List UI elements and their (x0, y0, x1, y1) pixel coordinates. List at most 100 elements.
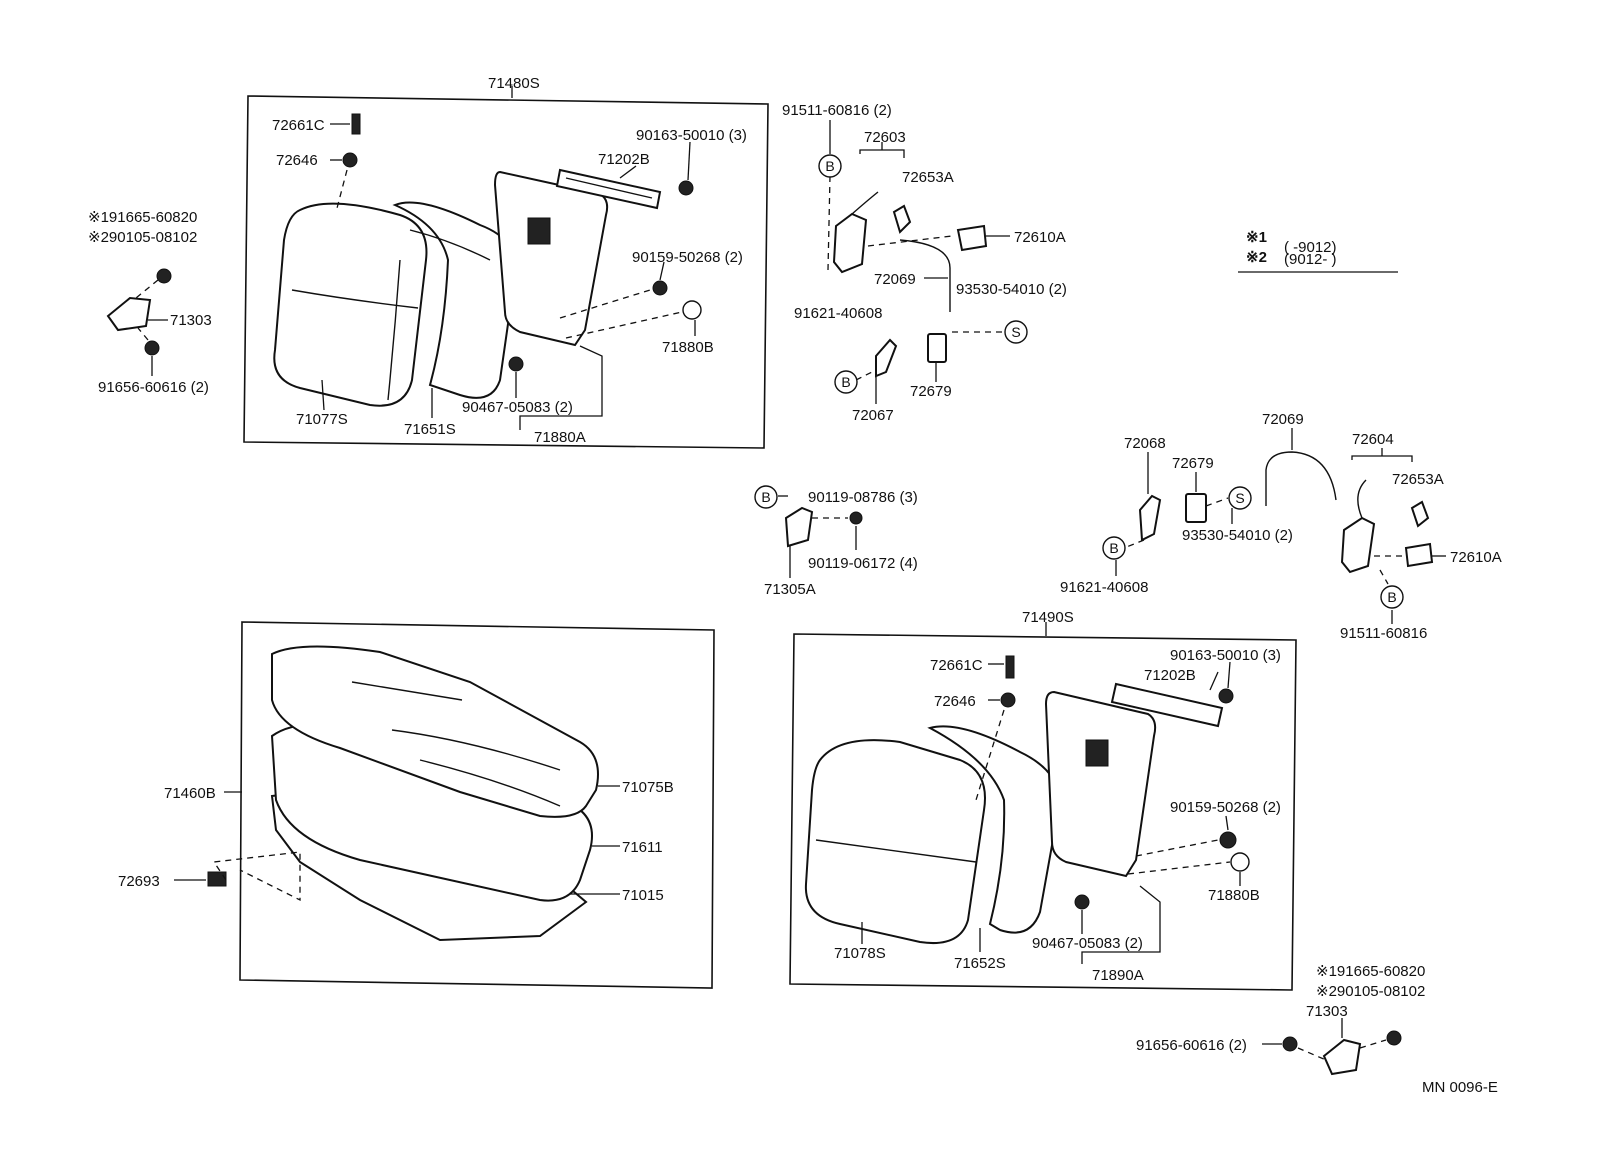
stopper-71880B-b (1230, 852, 1250, 872)
label-90467-b: 90467-05083 (2) (1032, 935, 1143, 952)
label-90163-a: 90163-50010 (3) (636, 127, 747, 144)
marker-b-2 (834, 370, 858, 394)
label-71651S: 71651S (404, 421, 456, 438)
lever-72653A-a (892, 204, 912, 234)
seatback-board-71890A (1044, 690, 1157, 878)
pin-72661C-b (1005, 655, 1015, 679)
seatback-cover-71652S (927, 725, 1061, 934)
seatback-board-71880A (493, 170, 609, 347)
label-72069-a: 72069 (874, 271, 916, 288)
dash-72646-b (975, 709, 1005, 801)
seat-cover-seam-1 (351, 681, 463, 701)
group-71303-left: ※191665-60820 ※290105-08102 71303 91656-… (88, 209, 212, 396)
label-91621-b: 91621-40608 (1060, 579, 1148, 596)
label-71303-a: 71303 (170, 312, 212, 329)
release-72610A-b (1404, 542, 1434, 568)
legend-mark-2: ※2 (1246, 249, 1267, 266)
leader-71890A (1081, 885, 1161, 964)
seatback-cushion-side (387, 259, 401, 401)
marker-b-4 (1102, 536, 1126, 560)
label-71480S: 71480S (488, 75, 540, 92)
leader-71077S (321, 379, 325, 411)
dash-72646 (335, 169, 348, 213)
hook-72693 (207, 871, 227, 887)
seat-cover-seam-2 (391, 729, 561, 771)
marker-s-1-text: S (1011, 324, 1020, 340)
label-90163-b: 90163-50010 (3) (1170, 647, 1281, 664)
legend: ※1 ( -9012) ※2 (9012- ) (1238, 229, 1398, 273)
dash-71880B-a (565, 311, 683, 339)
label-71202B-b: 71202B (1144, 667, 1196, 684)
label-93530-b: 93530-54010 (2) (1182, 527, 1293, 544)
group-71480S: 71480S 72661C 72646 71202B 90163-50010 (… (243, 75, 769, 449)
leader-90159-b (1225, 815, 1229, 831)
bracket-72068 (1138, 494, 1162, 542)
marker-b-3 (754, 485, 778, 509)
label-91656-a: 91656-60616 (2) (98, 379, 209, 396)
lock-rod-72604 (1357, 479, 1367, 519)
label-71890A: 71890A (1092, 967, 1144, 984)
marker-b-1-text: B (825, 158, 834, 174)
bolt-91656-b (1282, 1036, 1298, 1052)
bolt-90105-a (156, 268, 172, 284)
label-71075B: 71075B (622, 779, 674, 796)
label-71611: 71611 (622, 839, 663, 856)
knob-72679-b (1185, 493, 1207, 523)
lock-72603 (832, 212, 868, 274)
group-71303-right: ※191665-60820 ※290105-08102 71303 91656-… (1136, 963, 1425, 1076)
dash-71880B-b (1127, 861, 1231, 875)
leader-71202B-a (619, 165, 637, 179)
hinge-71303-a (106, 296, 152, 332)
seatback-cushion-71078S (804, 739, 986, 944)
hinge-71305A (784, 506, 814, 548)
assembly-box-71480S (243, 95, 769, 449)
bracket-72604 (1351, 455, 1413, 462)
group-72604: S B B 72068 72679 93530-54010 (2) 91621-… (1060, 411, 1502, 642)
label-72661C-a: 72661C (272, 117, 325, 134)
marker-b-5-text: B (1387, 589, 1396, 605)
clip-90467-b (1074, 894, 1090, 910)
label-72604: 72604 (1352, 431, 1394, 448)
bracket-72067 (875, 338, 898, 378)
group-71305A: B 90119-08786 (3) 90119-06172 (4) 71305A (754, 485, 918, 598)
seatback-cushion-seam (291, 289, 419, 309)
seatback-cushion-b-seam (815, 839, 977, 863)
assembly-box-71460B (239, 621, 715, 989)
bolt-90159-a (652, 280, 668, 296)
dash-91511-a (827, 175, 831, 271)
leader-90163-b (1227, 661, 1231, 689)
board-lock-plate-b (1085, 739, 1109, 767)
label-71078S: 71078S (834, 945, 886, 962)
label-71652S: 71652S (954, 955, 1006, 972)
dash-93530-b (1205, 497, 1229, 507)
label-72068: 72068 (1124, 435, 1166, 452)
marker-s-2 (1228, 486, 1252, 510)
bolt-90159-b (1219, 831, 1237, 849)
label-93530-a: 93530-54010 (2) (956, 281, 1067, 298)
dash-91621-a (855, 369, 877, 381)
label-72646-b: 72646 (934, 693, 976, 710)
cable-72069-b (1265, 451, 1337, 506)
dash-91656-b (1297, 1047, 1327, 1061)
label-90105-a: ※290105-08102 (88, 229, 197, 246)
label-71077S: 71077S (296, 411, 348, 428)
marker-s-1 (1004, 320, 1028, 344)
label-72610A-b: 72610A (1450, 549, 1502, 566)
label-72603: 72603 (864, 129, 906, 146)
label-90105-b: ※290105-08102 (1316, 983, 1425, 1000)
assembly-box-71490S (789, 633, 1297, 991)
marker-b-1 (818, 154, 842, 178)
clip-72646 (342, 152, 358, 168)
label-90159-a: 90159-50268 (2) (632, 249, 743, 266)
label-72646-a: 72646 (276, 152, 318, 169)
bolt-90119-06172 (849, 511, 863, 525)
label-71303-b: 71303 (1306, 1003, 1348, 1020)
release-72610A-a (956, 224, 988, 252)
marker-b-2-text: B (841, 374, 850, 390)
label-71015: 71015 (622, 887, 664, 904)
label-91665-a: ※191665-60820 (88, 209, 197, 226)
label-90467-a: 90467-05083 (2) (462, 399, 573, 416)
seat-cover-71075B (271, 645, 599, 818)
label-71490S: 71490S (1022, 609, 1074, 626)
